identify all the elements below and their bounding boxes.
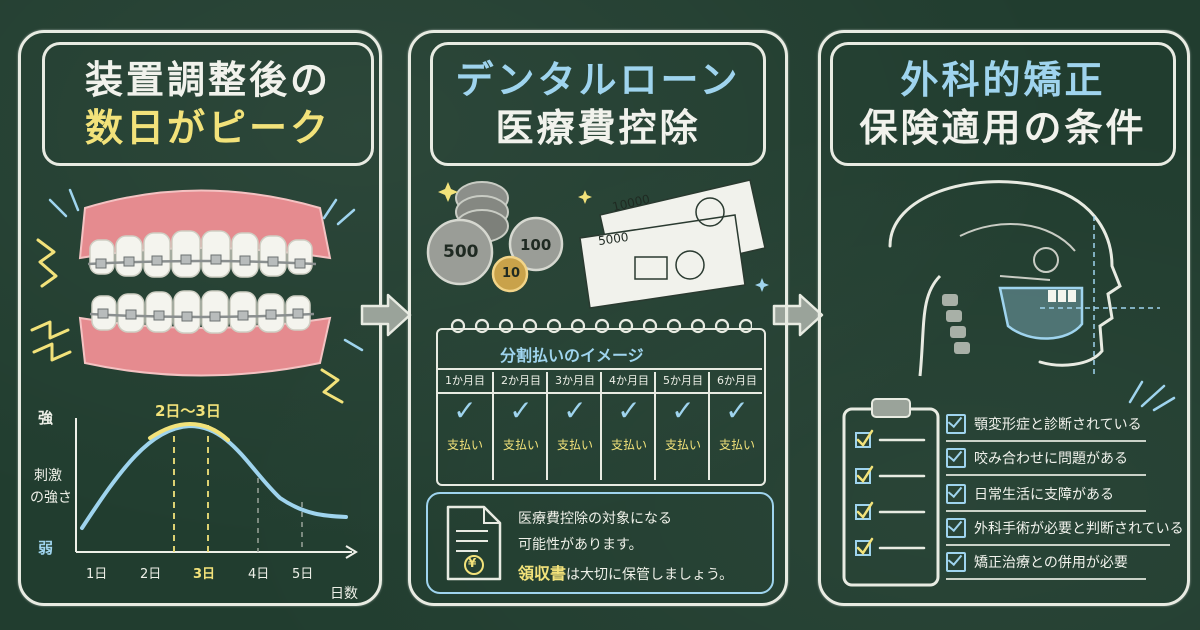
pay-label: 支払い (556, 438, 593, 452)
pay-label: 支払い (502, 438, 539, 452)
panel1-title-box: 装置調整後の 数日がピーク (42, 42, 374, 166)
note-line-1: 医療費控除の対象になる (518, 511, 672, 527)
panel3-title-box: 外科的矯正 保険適用の条件 (830, 42, 1176, 166)
month-label: 6か月目 (717, 374, 757, 387)
receipt-emphasis: 領収書 (518, 564, 567, 583)
calendar-col-1: 1か月目 ✓ 支払い (438, 372, 492, 480)
installment-calendar (436, 328, 766, 486)
note-line-3-rest: は大切に保管しましょう。 (566, 567, 734, 583)
coin-10-label: 10 (502, 266, 521, 281)
check-icon: ✓ (617, 394, 641, 427)
graph-y-weak: 弱 (38, 539, 54, 557)
panel1-title-line1: 装置調整後の (84, 58, 331, 102)
check-icon: ✓ (563, 394, 587, 427)
month-label: 2か月目 (501, 374, 541, 387)
check-icon: ✓ (453, 394, 477, 427)
condition-item-4: 外科手術が必要と判断されている (946, 518, 1184, 538)
graph-y-label-1: 刺激 (34, 468, 62, 484)
condition-underline (946, 440, 1146, 442)
pay-label: 支払い (718, 438, 755, 452)
panel3-title-line2: 保険適用の条件 (859, 106, 1147, 150)
panel2-title-line2: 医療費控除 (495, 106, 701, 150)
x-tick-4: 4日 (248, 567, 270, 582)
check-icon: ✓ (671, 394, 695, 427)
x-tick-2: 2日 (140, 567, 162, 582)
calendar-col-6: 6か月目 ✓ 支払い (708, 372, 764, 480)
coin-100-label: 100 (520, 236, 552, 254)
x-tick-5: 5日 (292, 567, 314, 582)
condition-text: 外科手術が必要と判断されている (974, 521, 1184, 537)
condition-item-2: 咬み合わせに問題がある (946, 448, 1128, 468)
pay-label: 支払い (446, 438, 483, 452)
braces-teeth-illustration (78, 189, 332, 377)
x-tick-3: 3日 (193, 567, 216, 582)
panel3-title-line1: 外科的矯正 (900, 58, 1106, 102)
calendar-col-5: 5か月目 ✓ 支払い (654, 372, 710, 480)
check-icon: ✓ (725, 394, 749, 427)
checkbox-checked-icon (946, 484, 966, 504)
yen-symbol: ¥ (468, 556, 477, 570)
condition-item-1: 顎変形症と診断されている (946, 414, 1142, 434)
arrow-right-icon (360, 293, 412, 337)
calendar-grid-lines (438, 368, 762, 370)
check-icon: ✓ (509, 394, 533, 427)
chalk-sparkle-lines (1128, 380, 1176, 412)
tax-deduction-note (426, 492, 774, 594)
receipt-document-icon (446, 505, 502, 581)
arrow-right-icon (772, 293, 824, 337)
condition-text: 顎変形症と診断されている (974, 417, 1142, 433)
condition-text: 日常生活に支障がある (974, 487, 1114, 503)
pain-zigzag-icons (30, 188, 364, 404)
checkbox-checked-icon (946, 518, 966, 538)
month-label: 3か月目 (555, 374, 595, 387)
condition-underline (946, 510, 1146, 512)
condition-text: 咬み合わせに問題がある (974, 451, 1128, 467)
note-line-3: 領収書は大切に保管しましょう。 (518, 560, 733, 584)
panel1-title-line2: 数日がピーク (84, 106, 331, 150)
month-label: 1か月目 (445, 374, 485, 387)
condition-item-5: 矯正治療との併用が必要 (946, 552, 1128, 572)
skull-profile-illustration (888, 180, 1160, 377)
condition-underline (946, 578, 1146, 580)
panel-dental-loan (408, 30, 788, 606)
panel-surgical-orthodontics (818, 30, 1190, 606)
calendar-title: 分割払いのイメージ (500, 346, 644, 365)
condition-underline (946, 474, 1146, 476)
graph-y-label-2: の強さ (30, 490, 72, 506)
month-label: 4か月目 (609, 374, 649, 387)
panel2-title-line1: デンタルローン (455, 58, 741, 102)
graph-peak-label: 2日〜3日 (155, 402, 221, 420)
x-axis-label: 日数 (330, 586, 358, 602)
checkbox-checked-icon (946, 552, 966, 572)
x-tick-1: 1日 (86, 567, 108, 582)
stimulus-curve-graph (75, 418, 358, 559)
calendar-rings (450, 318, 752, 334)
condition-text: 矯正治療との併用が必要 (974, 555, 1128, 571)
condition-item-3: 日常生活に支障がある (946, 484, 1114, 504)
checkbox-checked-icon (946, 448, 966, 468)
calendar-col-3: 3か月目 ✓ 支払い (546, 372, 602, 480)
checkbox-checked-icon (946, 414, 966, 434)
graph-y-strong: 強 (38, 409, 54, 427)
panel2-title-box: デンタルローン 医療費控除 (430, 42, 766, 166)
condition-underline (946, 544, 1170, 546)
pay-label: 支払い (610, 438, 647, 452)
calendar-col-2: 2か月目 ✓ 支払い (492, 372, 548, 480)
note-line-2: 可能性があります。 (518, 537, 643, 553)
coin-500-label: 500 (443, 242, 479, 262)
money-illustration (426, 179, 769, 309)
month-label: 5か月目 (663, 374, 703, 387)
clipboard-checklist-icon (842, 398, 940, 587)
pay-label: 支払い (664, 438, 701, 452)
calendar-col-4: 4か月目 ✓ 支払い (600, 372, 656, 480)
